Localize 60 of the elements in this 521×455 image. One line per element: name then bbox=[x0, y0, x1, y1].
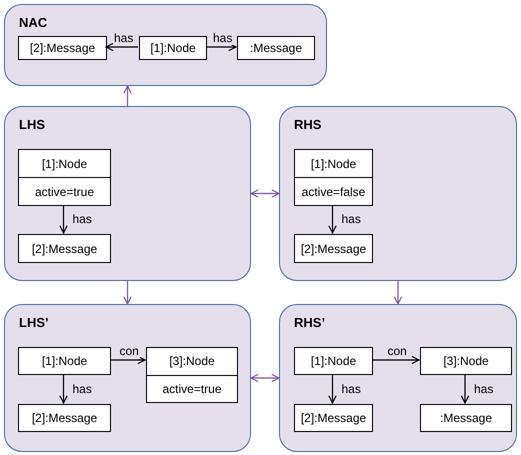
edge-label: has bbox=[340, 213, 362, 226]
arrow bbox=[110, 356, 146, 364]
object-name: [3]:Node bbox=[442, 353, 490, 370]
arrow bbox=[250, 189, 280, 198]
object-box bbox=[139, 36, 207, 60]
attribute-text: active=true bbox=[147, 374, 237, 402]
graph-panel bbox=[4, 304, 251, 452]
edge-label: has bbox=[113, 32, 134, 45]
object-name: [1]:Node bbox=[40, 156, 88, 172]
object-box bbox=[294, 149, 373, 206]
panel-title: LHS’ bbox=[19, 315, 49, 330]
arrow bbox=[206, 42, 237, 52]
graph-panel bbox=[4, 106, 251, 281]
object-box bbox=[420, 404, 512, 432]
object-box bbox=[18, 234, 111, 263]
object-box bbox=[237, 36, 315, 60]
object-box bbox=[420, 347, 512, 375]
object-name: [2]:Message bbox=[300, 240, 368, 258]
object-name: [1]:Node bbox=[310, 353, 358, 370]
object-name: [1]:Node bbox=[40, 353, 88, 370]
arrow bbox=[59, 205, 68, 234]
object-name: [2]:Message bbox=[28, 40, 96, 57]
arrow bbox=[328, 374, 337, 404]
panel-title: RHS’ bbox=[294, 315, 326, 330]
arrow bbox=[394, 281, 402, 305]
edge-label: has bbox=[212, 32, 234, 45]
object-name: [3]:Node bbox=[168, 353, 216, 370]
arrow bbox=[59, 374, 68, 404]
edge-label: has bbox=[473, 382, 494, 396]
panel-title: RHS bbox=[294, 117, 322, 132]
object-box bbox=[18, 36, 107, 60]
graph-panel bbox=[279, 304, 517, 452]
object-box bbox=[18, 149, 111, 206]
graph-panel bbox=[4, 4, 327, 86]
object-name: [2]:Message bbox=[30, 410, 98, 427]
object-name: [2]:Message bbox=[30, 240, 98, 258]
arrow bbox=[123, 85, 132, 106]
attribute-text: active=true bbox=[19, 177, 110, 205]
object-name: [1]:Node bbox=[310, 156, 358, 172]
arrow bbox=[123, 281, 132, 305]
arrow bbox=[105, 42, 138, 52]
panel-title: NAC bbox=[19, 15, 48, 30]
panel-title: LHS bbox=[19, 117, 45, 132]
graph-panel bbox=[279, 106, 517, 281]
object-name: [2]:Message bbox=[300, 410, 368, 427]
object-box bbox=[294, 404, 373, 432]
arrow bbox=[372, 356, 420, 364]
object-box bbox=[294, 347, 373, 375]
object-box bbox=[18, 404, 111, 432]
arrow bbox=[328, 205, 337, 234]
arrow bbox=[460, 374, 470, 404]
object-box bbox=[146, 347, 238, 403]
attribute-text: active=false bbox=[295, 177, 372, 205]
edge-label: has bbox=[72, 213, 93, 226]
arrow bbox=[250, 374, 280, 382]
object-box bbox=[294, 234, 373, 263]
object-name: :Message bbox=[248, 40, 304, 57]
object-box bbox=[18, 347, 111, 375]
object-name: [1]:Node bbox=[149, 40, 197, 57]
object-name: :Message bbox=[438, 410, 494, 427]
